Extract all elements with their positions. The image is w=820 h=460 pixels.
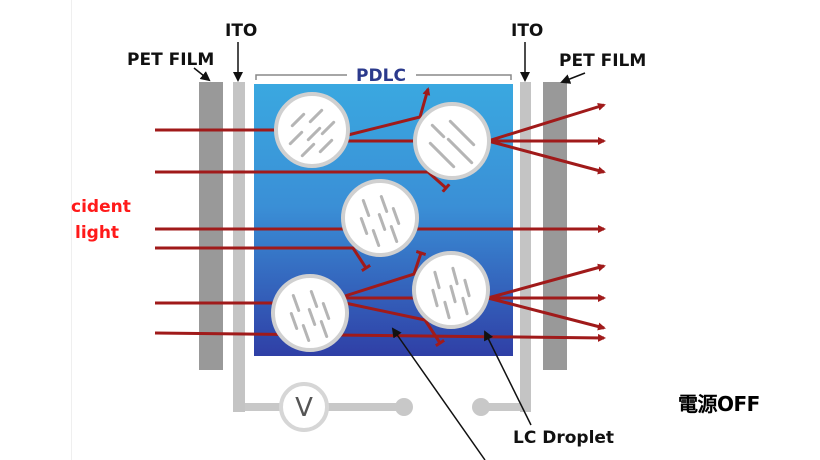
polymer-pointer-arrow (391, 327, 486, 460)
pet-film-right-label: PET FILM (559, 51, 646, 71)
lc-molecule (300, 142, 316, 158)
pet-film-left (199, 82, 223, 370)
lc-molecule (371, 229, 381, 247)
lc-molecule (359, 217, 369, 235)
ray-incident-4 (155, 246, 372, 272)
lc-molecule (318, 138, 334, 154)
pet-right-pointer-arrow (560, 72, 586, 84)
lc-droplets (271, 92, 491, 352)
droplet-circle (274, 92, 350, 168)
lc-molecule (433, 270, 441, 290)
lc-molecule (449, 284, 457, 304)
incident-light-label-line2: light (75, 223, 119, 243)
power-state-caption: 電源OFF (678, 392, 760, 416)
ito-right-label: ITO (511, 21, 543, 41)
lc-molecule (430, 123, 446, 139)
ray-out-4 (487, 263, 606, 300)
pet-film-right (543, 82, 567, 370)
lc-molecule (458, 149, 474, 165)
lc-molecule (307, 308, 317, 326)
lc-molecule (321, 302, 331, 320)
ito-left-label: ITO (225, 21, 257, 41)
lc-molecule (289, 312, 299, 330)
lc-molecule (377, 213, 387, 231)
lc-droplet (412, 251, 490, 329)
lc-molecule (301, 324, 311, 342)
lc-droplet (274, 92, 350, 168)
ray-incident-2 (155, 170, 451, 193)
voltmeter-icon (279, 382, 329, 432)
lc-molecule (361, 199, 371, 217)
lc-droplet-label: LC Droplet (513, 428, 614, 448)
pet-left-pointer-arrow (193, 67, 211, 82)
lc-molecule (319, 320, 329, 338)
lc-molecule (379, 195, 389, 213)
page-edge-line (71, 0, 72, 460)
lc-molecule (451, 266, 459, 286)
lc-molecule (309, 290, 319, 308)
lc-molecule (461, 296, 469, 316)
ray-out-6 (487, 296, 606, 331)
voltmeter-label: V (295, 393, 313, 423)
circuit-wire-left (235, 360, 281, 411)
lc-molecule (391, 207, 401, 225)
ray-scattered-up-1 (347, 87, 431, 137)
ito-right (520, 82, 531, 412)
lc-molecule (308, 108, 324, 124)
incident-light-label-line1: cident (71, 197, 131, 217)
lc-molecule (320, 120, 336, 136)
lc-molecule (290, 112, 306, 128)
lc-molecule (443, 300, 451, 320)
ray-out-3 (487, 139, 606, 175)
lc-droplet (341, 179, 419, 257)
lc-droplet-pointer-arrow (484, 330, 532, 426)
lc-molecule (389, 225, 399, 243)
terminal-left (395, 398, 413, 416)
lc-molecule (460, 131, 476, 147)
lc-molecule (446, 137, 462, 153)
lc-droplet (413, 102, 491, 180)
ray-out-1 (487, 102, 606, 143)
ray-incident-6 (154, 331, 606, 342)
pdlc-bracket (255, 74, 512, 80)
lc-droplet (271, 274, 349, 352)
terminal-right (472, 398, 490, 416)
lc-molecule (306, 126, 322, 142)
lc-molecule (463, 278, 471, 298)
lc-molecule (428, 141, 444, 157)
pet-film-left-label: PET FILM (127, 50, 214, 70)
lc-molecule (431, 288, 439, 308)
ray-scattered-up-2 (344, 249, 427, 298)
pdlc-label: PDLC (356, 66, 406, 86)
lc-molecule (440, 153, 456, 169)
lc-molecule (288, 130, 304, 146)
lc-molecule (448, 119, 464, 135)
lc-molecule (291, 294, 301, 312)
